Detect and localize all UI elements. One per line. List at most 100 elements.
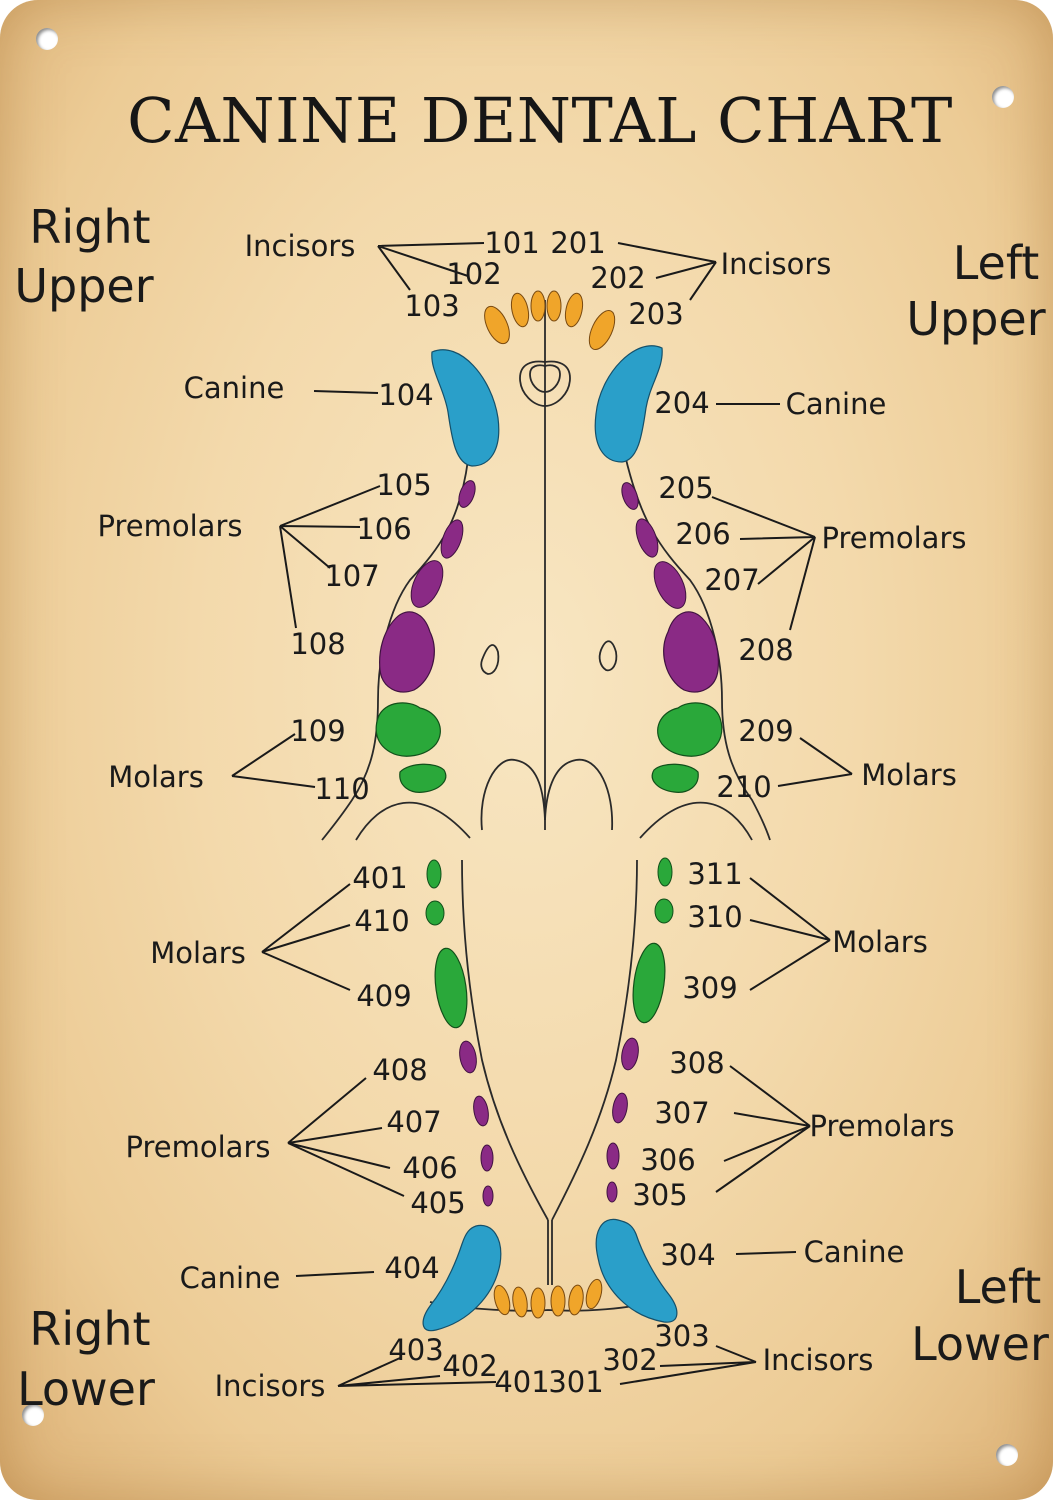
- tooth-202: [564, 292, 584, 328]
- tooth-101: [530, 290, 546, 322]
- mounting-hole-top-left: [36, 28, 58, 50]
- mounting-hole-top-right: [992, 86, 1014, 108]
- label-incisors-upper-right: Incisors: [245, 229, 356, 263]
- tooth-102: [510, 292, 530, 328]
- tooth-number-103: 103: [404, 289, 459, 323]
- tooth-401: [530, 1287, 546, 1319]
- tooth-number-206: 206: [675, 517, 730, 551]
- tooth-number-306: 306: [640, 1143, 695, 1177]
- tooth-number-201: 201: [550, 226, 605, 260]
- tooth-number-401-molar: 401: [352, 861, 407, 895]
- tooth-number-109: 109: [290, 714, 345, 748]
- tooth-105: [458, 480, 476, 508]
- tooth-209: [657, 702, 723, 757]
- mounting-hole-bottom-right: [996, 1444, 1018, 1466]
- tooth-number-210: 210: [716, 770, 771, 804]
- tooth-number-102: 102: [446, 257, 501, 291]
- tooth-number-208: 208: [738, 633, 793, 667]
- tooth-number-310: 310: [687, 900, 742, 934]
- tooth-number-105: 105: [376, 468, 431, 502]
- upper-premolars: [379, 480, 719, 693]
- tooth-207: [653, 561, 687, 609]
- tooth-107: [410, 560, 444, 608]
- tooth-203: [588, 310, 616, 350]
- tooth-302: [568, 1284, 584, 1316]
- label-incisors-upper-left: Incisors: [721, 247, 832, 281]
- tooth-303: [585, 1278, 603, 1310]
- label-canine-upper-left: Canine: [786, 387, 887, 421]
- tooth-number-410: 410: [354, 904, 409, 938]
- tooth-number-302: 302: [602, 1343, 657, 1377]
- tooth-number-202: 202: [590, 261, 645, 295]
- tooth-number-311: 311: [687, 857, 742, 891]
- tooth-301: [550, 1285, 566, 1317]
- tooth-number-108: 108: [290, 627, 345, 661]
- quadrant-right-lower-line2: Lower: [17, 1362, 155, 1416]
- tooth-number-101: 101: [484, 226, 539, 260]
- quadrant-left-lower-line1: Left: [955, 1260, 1042, 1314]
- lower-premolars: [459, 1037, 639, 1207]
- label-premolars-lower-right: Premolars: [126, 1130, 271, 1164]
- label-premolars-upper-left: Premolars: [822, 521, 967, 555]
- tooth-106: [440, 519, 464, 559]
- lower-canines: [422, 1218, 678, 1332]
- tooth-305: [606, 1181, 618, 1203]
- tooth-109: [375, 702, 441, 757]
- tooth-206: [635, 518, 659, 558]
- quadrant-left-lower-line2: Lower: [911, 1317, 1049, 1371]
- tooth-number-406: 406: [402, 1151, 457, 1185]
- tooth-number-402: 402: [442, 1349, 497, 1383]
- quadrant-right-upper-line2: Upper: [14, 259, 153, 313]
- label-canine-upper-right: Canine: [184, 371, 285, 405]
- tooth-407: [473, 1095, 489, 1127]
- tooth-number-305: 305: [632, 1178, 687, 1212]
- tooth-410: [425, 900, 445, 926]
- tooth-number-205: 205: [658, 471, 713, 505]
- label-molars-lower-right: Molars: [150, 936, 246, 970]
- tooth-205: [621, 482, 639, 510]
- tooth-110: [399, 763, 447, 793]
- tooth-number-309: 309: [682, 971, 737, 1005]
- tooth-403: [493, 1284, 511, 1316]
- leader-lines: [231, 242, 853, 1387]
- label-molars-upper-left: Molars: [861, 758, 957, 792]
- tooth-201: [546, 290, 562, 322]
- lower-incisors: [493, 1278, 603, 1319]
- upper-molars: [375, 702, 723, 793]
- label-canine-lower-right: Canine: [180, 1261, 281, 1295]
- label-molars-lower-left: Molars: [832, 925, 928, 959]
- quadrant-left-upper-line2: Upper: [906, 292, 1045, 346]
- tooth-108: [379, 611, 435, 693]
- tooth-number-401: 401: [494, 1365, 549, 1399]
- tooth-number-107: 107: [324, 559, 379, 593]
- tooth-number-404: 404: [384, 1251, 439, 1285]
- mounting-hole-bottom-left: [22, 1404, 44, 1426]
- tooth-404: [422, 1224, 502, 1332]
- tooth-number-106: 106: [356, 512, 411, 546]
- label-incisors-lower-right: Incisors: [215, 1369, 326, 1403]
- upper-jaw-outline: [321, 300, 771, 841]
- tooth-409: [434, 947, 468, 1029]
- chart-title: CANINE DENTAL CHART: [127, 84, 953, 157]
- tooth-402: [512, 1286, 528, 1318]
- upper-canines: [431, 345, 663, 467]
- tooth-number-209: 209: [738, 714, 793, 748]
- tooth-number-403: 403: [388, 1333, 443, 1367]
- tooth-405: [482, 1185, 494, 1207]
- tooth-number-405: 405: [410, 1186, 465, 1220]
- tooth-306: [606, 1142, 620, 1170]
- tooth-406: [480, 1144, 494, 1172]
- tooth-number-203: 203: [628, 297, 683, 331]
- tooth-204: [594, 345, 663, 463]
- tooth-103: [484, 305, 510, 345]
- tooth-208: [663, 611, 719, 693]
- quadrant-right-upper-line1: Right: [29, 200, 150, 254]
- tooth-210: [651, 763, 699, 793]
- tooth-310: [654, 898, 674, 924]
- tooth-number-307: 307: [654, 1096, 709, 1130]
- tooth-number-207: 207: [704, 563, 759, 597]
- tooth-309: [632, 942, 666, 1024]
- quadrant-left-upper-line1: Left: [953, 236, 1040, 290]
- tooth-307: [612, 1092, 628, 1124]
